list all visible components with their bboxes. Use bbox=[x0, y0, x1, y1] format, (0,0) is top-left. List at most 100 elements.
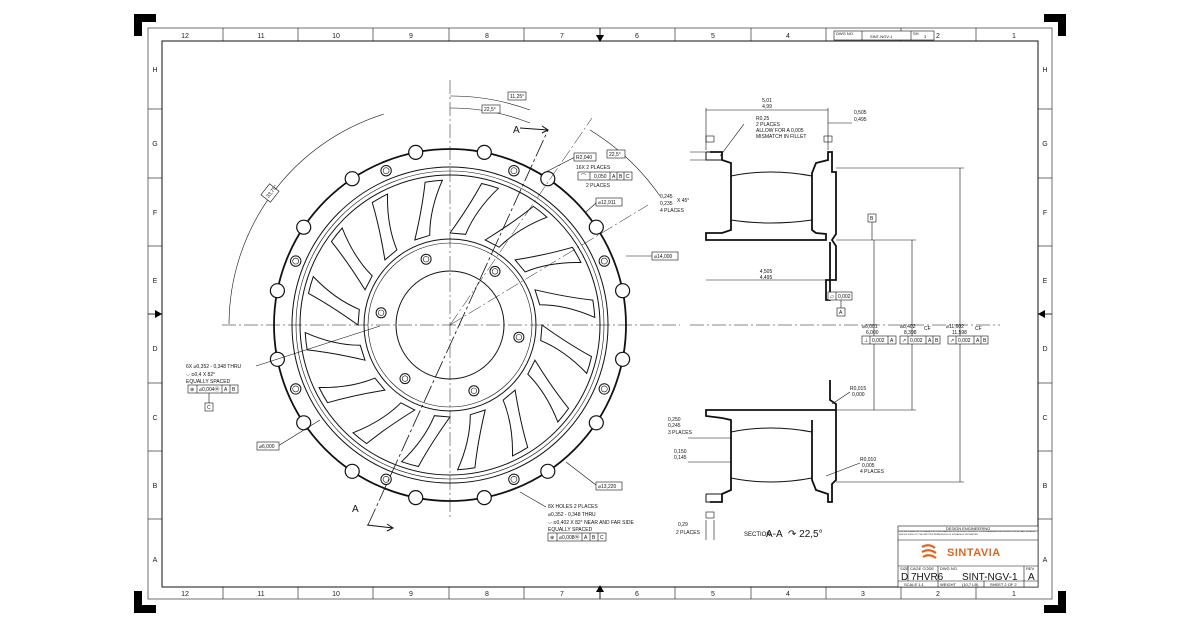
weight-value: (10,7 LB) bbox=[962, 582, 979, 587]
datum-a-box bbox=[836, 307, 846, 317]
lower-flange-left bbox=[705, 493, 722, 503]
length-2: 4,495 bbox=[760, 275, 773, 281]
flange-notch bbox=[296, 219, 312, 235]
holes8-fcf-symbol: ⊕ bbox=[550, 535, 554, 541]
col-label: 6 bbox=[635, 33, 639, 40]
centerline-22-5 bbox=[449, 117, 593, 326]
upper-vane-curve-2 bbox=[730, 219, 813, 224]
inner-bolt-hole bbox=[420, 253, 432, 265]
flange-notch bbox=[269, 283, 285, 299]
holes8-leader bbox=[519, 491, 547, 508]
length-1: 4,505 bbox=[760, 269, 773, 275]
d8-fcf-symbol: ↗ bbox=[902, 338, 906, 344]
d11-fcf-symbol: ↗ bbox=[950, 338, 954, 344]
section-caption-id: A-A bbox=[766, 529, 783, 540]
holes8-fcf-datum-b: B bbox=[592, 535, 596, 541]
flange-notch bbox=[408, 144, 424, 160]
col-label: 5 bbox=[711, 591, 715, 598]
holes6-fcf-tol: ⌀0,004Ⓜ bbox=[199, 386, 220, 393]
d8-fcf-datum-a: A bbox=[928, 338, 932, 344]
flange-notch bbox=[588, 415, 604, 431]
d8-fcf-tol: 0,002 bbox=[910, 338, 923, 344]
w150-2: 0,145 bbox=[674, 455, 687, 461]
column-labels-top: 12 11 10 9 8 7 6 5 4 2 1 bbox=[181, 33, 1016, 40]
holes8-fcf-datum-c: C bbox=[600, 535, 604, 541]
upper-vane-curve bbox=[730, 171, 813, 177]
col-label: 12 bbox=[181, 591, 189, 598]
col-label: 10 bbox=[332, 33, 340, 40]
flange-notch bbox=[296, 415, 312, 431]
row-label: G bbox=[152, 141, 157, 148]
col-label: 8 bbox=[485, 591, 489, 598]
holes6-fcf-datum-b: B bbox=[232, 387, 236, 393]
holes8-line4: EQUALLY SPACED bbox=[548, 527, 593, 533]
flange-notch bbox=[408, 490, 424, 506]
width-top-2: 4,99 bbox=[762, 104, 772, 110]
flange-notch bbox=[476, 490, 492, 506]
brand-name: SINTAVIA bbox=[947, 547, 1001, 559]
col-label: 11 bbox=[257, 591, 264, 598]
section-arrow-bottom bbox=[366, 523, 394, 532]
outer-bolt-hole-inner bbox=[510, 475, 518, 483]
d11-fcf-datum-a: A bbox=[976, 338, 980, 344]
upper-flange-left bbox=[705, 151, 722, 161]
inner-bolt-hole-inner bbox=[378, 309, 385, 316]
r0005: 0,005 bbox=[862, 463, 875, 469]
flatness-symbol: ⏥ bbox=[830, 294, 834, 300]
r2-dim: R2,040 bbox=[576, 155, 592, 161]
cage-label: CAGE CODE bbox=[910, 566, 934, 571]
inner-bolt-hole-inner bbox=[515, 334, 523, 341]
row-label: E bbox=[153, 278, 158, 285]
r025-leader bbox=[719, 123, 745, 157]
holes6-fcf-datum-a: A bbox=[224, 387, 228, 393]
holes6-leader bbox=[255, 325, 381, 367]
col-label: 9 bbox=[409, 33, 413, 40]
vane bbox=[352, 402, 416, 445]
angle-22-5b-box bbox=[606, 149, 626, 159]
vane bbox=[540, 324, 593, 375]
angle-arc-11-25 bbox=[449, 95, 531, 111]
row-label: C bbox=[1042, 415, 1047, 422]
scale: SCALE 1:1 bbox=[904, 582, 925, 587]
holes8-line3: ⌵ ⌀0,402 X 82° NEAR AND FAR SIDE bbox=[548, 520, 634, 526]
d12-leader bbox=[585, 202, 597, 213]
d6-fcf-tol: 0,002 bbox=[872, 338, 885, 344]
row-label: H bbox=[1042, 67, 1047, 74]
r2-leader bbox=[539, 156, 576, 176]
rev-value: A bbox=[1028, 572, 1035, 583]
r025-l4: MISMATCH IN FILLET bbox=[756, 134, 806, 140]
d13-box bbox=[595, 481, 623, 491]
title-header: DESIGN ENGINEERING bbox=[946, 526, 990, 531]
d6-fcf: ⊥ 0,002 A bbox=[861, 335, 897, 345]
flatness-tol: 0,002 bbox=[838, 294, 851, 300]
flange-notch bbox=[540, 463, 556, 479]
col-label: 2 bbox=[936, 33, 940, 40]
row-label: F bbox=[1043, 210, 1047, 217]
col-label: 4 bbox=[786, 591, 790, 598]
col-label: 7 bbox=[560, 591, 564, 598]
vane bbox=[514, 246, 582, 273]
outer-bolt-hole bbox=[598, 255, 610, 267]
section-profile-lower bbox=[705, 380, 837, 503]
vane bbox=[371, 193, 398, 261]
r025-l3: ALLOW FOR A 0,005 bbox=[756, 128, 804, 134]
inner-bolt-hole bbox=[375, 307, 387, 319]
col-label: 10 bbox=[332, 591, 340, 598]
row-label: F bbox=[153, 210, 157, 217]
outer-bolt-hole-inner bbox=[600, 385, 608, 393]
holes6-datum: C bbox=[207, 405, 211, 411]
inner-bolt-hole bbox=[468, 385, 480, 397]
holes6-datum-box bbox=[204, 402, 214, 412]
row-label: C bbox=[152, 415, 157, 422]
top-tab-dwg-value: SINT-NGV-1 bbox=[870, 34, 893, 39]
outer-bolt-hole bbox=[508, 165, 520, 177]
inner-bolt-hole bbox=[399, 373, 411, 385]
outer-bolt-hole bbox=[290, 255, 302, 267]
r0010: R0,010 bbox=[860, 457, 876, 463]
vane bbox=[304, 331, 366, 361]
flange-notch bbox=[588, 219, 604, 235]
row-label: A bbox=[153, 557, 158, 564]
d14-dim: ⌀14,000 bbox=[654, 254, 673, 260]
title-fine-print: THE INFORMATION CONTAINED IN THIS DRAWIN… bbox=[899, 531, 1035, 536]
angle-arc-22-5b bbox=[589, 129, 661, 197]
